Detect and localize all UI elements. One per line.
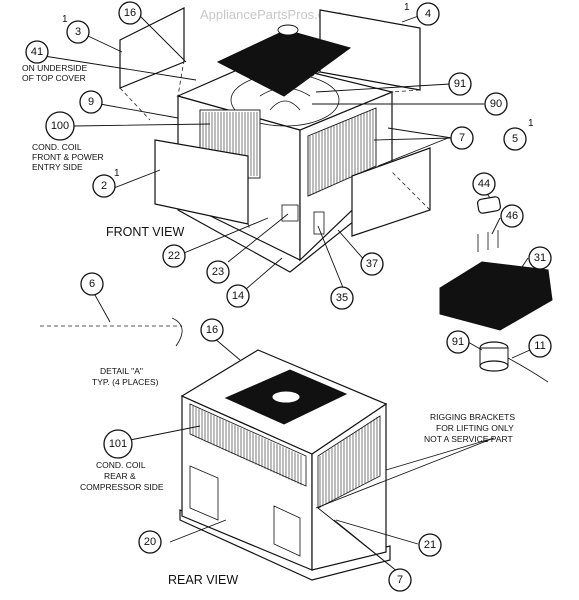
callout-91-motor: 91 [446, 330, 470, 354]
svg-text:35: 35 [336, 292, 348, 304]
svg-text:31: 31 [534, 252, 546, 264]
svg-text:RIGGING BRACKETS: RIGGING BRACKETS [430, 412, 515, 422]
callout-46: 46 [500, 204, 524, 228]
callout-35: 35 [330, 286, 354, 310]
svg-text:46: 46 [506, 210, 518, 222]
component-11-wire [507, 357, 549, 383]
svg-text:91: 91 [452, 336, 464, 348]
callout-91-top: 91 [448, 72, 472, 96]
callout-22: 22 [162, 244, 186, 268]
svg-text:2: 2 [101, 180, 107, 192]
svg-text:ENTRY SIDE: ENTRY SIDE [32, 162, 83, 172]
note-rear-coil: COND. COIL REAR & COMPRESSOR SIDE [80, 460, 164, 492]
svg-text:11: 11 [534, 340, 545, 352]
svg-text:FRONT & POWER: FRONT & POWER [32, 152, 104, 162]
callout-101: 101 [103, 429, 133, 459]
component-31-fan-guard [439, 261, 553, 331]
callout-3: 3 [66, 20, 90, 44]
compressor-access-panel [189, 465, 219, 521]
svg-text:16: 16 [124, 7, 136, 19]
svg-text:4: 4 [425, 8, 431, 20]
callout-41: 41 [25, 40, 49, 64]
service-grate [281, 204, 299, 222]
svg-text:ON UNDERSIDE: ON UNDERSIDE [22, 63, 88, 73]
callout-90: 90 [484, 92, 508, 116]
front-view-unit [176, 59, 399, 273]
svg-text:37: 37 [366, 258, 378, 270]
component-46-screws [477, 230, 499, 252]
rear-view-label: REAR VIEW [168, 573, 238, 587]
callout-44: 44 [472, 172, 496, 196]
callout-37: 37 [360, 252, 384, 276]
rear-view-unit [179, 349, 391, 581]
marker-1-left: 1 [62, 14, 68, 25]
callout-5: 5 [503, 127, 527, 151]
control-box [313, 211, 325, 235]
callout-100: 100 [45, 111, 75, 141]
rear-side-grille [317, 415, 381, 509]
rear-coil-grille [189, 403, 307, 487]
svg-text:TYP. (4 PLACES): TYP. (4 PLACES) [92, 377, 159, 387]
svg-text:OF TOP COVER: OF TOP COVER [22, 73, 86, 83]
svg-text:COND. COIL: COND. COIL [96, 460, 146, 470]
marker-1-right: 1 [528, 118, 534, 129]
explode-lines-front [119, 59, 431, 231]
svg-text:5: 5 [512, 133, 518, 145]
svg-text:DETAIL "A": DETAIL "A" [100, 366, 143, 376]
component-44-cap [476, 196, 502, 214]
svg-text:16: 16 [206, 324, 218, 336]
watermark: AppliancePartsPros.com [200, 7, 342, 22]
callout-7-top: 7 [450, 126, 474, 150]
callout-9: 9 [79, 90, 103, 114]
svg-text:REAR &: REAR & [104, 471, 136, 481]
callout-16-top: 16 [118, 1, 142, 25]
svg-text:7: 7 [459, 132, 465, 144]
svg-text:9: 9 [88, 96, 94, 108]
note-rigging-brackets: RIGGING BRACKETS FOR LIFTING ONLY NOT A … [424, 412, 515, 444]
svg-text:NOT A SERVICE PART: NOT A SERVICE PART [424, 434, 513, 444]
right-coil-grille [307, 107, 377, 197]
callout-14: 14 [226, 284, 250, 308]
svg-text:44: 44 [478, 178, 490, 190]
svg-text:101: 101 [109, 438, 127, 450]
svg-text:14: 14 [232, 290, 244, 302]
svg-text:7: 7 [397, 574, 403, 586]
note-detail-a: DETAIL "A" TYP. (4 PLACES) [92, 366, 159, 387]
svg-text:91: 91 [454, 78, 466, 90]
svg-text:41: 41 [31, 46, 43, 58]
note-front-coil: COND. COIL FRONT & POWER ENTRY SIDE [32, 142, 104, 172]
svg-text:COMPRESSOR SIDE: COMPRESSOR SIDE [80, 482, 164, 492]
rear-fan-hub [271, 390, 301, 404]
svg-text:100: 100 [51, 120, 69, 132]
callout-31: 31 [528, 246, 552, 270]
svg-text:22: 22 [168, 250, 180, 262]
callout-23: 23 [206, 260, 230, 284]
svg-text:6: 6 [89, 278, 95, 290]
component-91-fan-motor [479, 341, 509, 372]
callout-20: 20 [138, 530, 162, 554]
callout-2: 2 [92, 174, 116, 198]
svg-text:20: 20 [144, 536, 156, 548]
svg-text:COND. COIL: COND. COIL [32, 142, 82, 152]
callout-6: 6 [80, 272, 104, 296]
svg-text:21: 21 [424, 539, 436, 551]
callout-4: 4 [416, 2, 440, 26]
callout-11: 11 [528, 334, 552, 358]
service-access-panel [273, 505, 301, 557]
svg-text:FOR LIFTING ONLY: FOR LIFTING ONLY [436, 423, 514, 433]
svg-text:90: 90 [490, 98, 502, 110]
note-top-cover: ON UNDERSIDE OF TOP COVER [22, 63, 88, 83]
callout-16-rear: 16 [200, 318, 224, 342]
detail-a [40, 317, 183, 347]
marker-1-top-right: 1 [404, 2, 410, 13]
front-view-label: FRONT VIEW [106, 225, 184, 239]
callout-7-rear: 7 [388, 568, 412, 592]
svg-text:23: 23 [212, 266, 224, 278]
top-grille-exploded [216, 24, 352, 97]
callout-21: 21 [418, 533, 442, 557]
svg-text:3: 3 [75, 26, 81, 38]
marker-1-panel-2: 1 [114, 168, 120, 179]
